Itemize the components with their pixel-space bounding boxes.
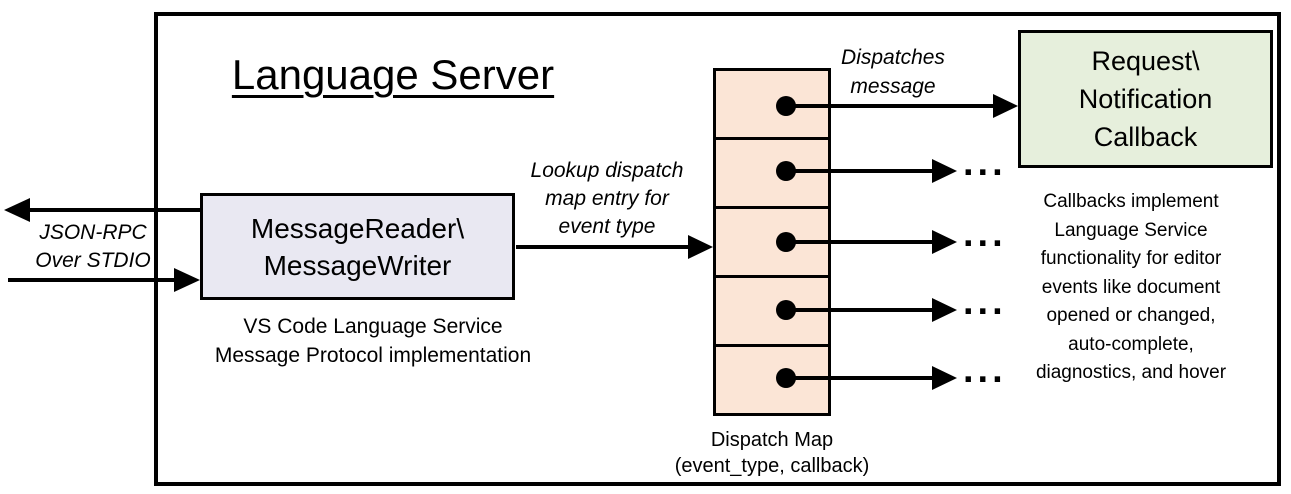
callbacks-note-line4: events like document [1041,276,1221,298]
dispatch-map-slot [716,140,828,209]
dispatch-map-caption-line2: (event_type, callback) [674,455,870,477]
callback-box-line3: Callback [1093,122,1198,152]
callbacks-note-line6: auto-complete, [1068,333,1194,355]
dispatch-map-caption-line1: Dispatch Map [710,429,834,451]
lookup-dispatch-label-line3: event type [558,215,656,238]
dispatch-map-slot [716,209,828,278]
callbacks-note: Callbacks implement Language Service fun… [1000,188,1262,388]
callbacks-note-line3: functionality for editor [1040,248,1222,269]
callbacks-note-line1: Callbacks implement [1043,191,1219,212]
reader-writer-caption-line2: Message Protocol implementation [214,344,532,367]
callbacks-note-line2: Language Service [1054,219,1208,241]
dispatches-message-label-line1: Dispatches [841,46,945,69]
callbacks-note-line5: opened or changed, [1046,305,1216,326]
message-reader-writer-line1: MessageReader\ [250,212,465,244]
jsonrpc-stdio-label: JSON-RPC Over STDIO [18,219,168,275]
dispatch-map-slot [716,347,828,413]
dispatch-map [713,68,831,416]
reader-writer-caption: VS Code Language Service Message Protoco… [193,312,553,370]
dispatches-message-label: Dispatches message [818,43,968,101]
jsonrpc-stdio-label-line1: JSON-RPC [39,221,147,244]
dispatch-map-caption: Dispatch Map (event_type, callback) [622,427,922,479]
callbacks-note-line7: diagnostics, and hover [1035,362,1227,383]
request-notification-callback-box: Request\ Notification Callback [1018,30,1273,168]
callback-box-line2: Notification [1078,84,1213,114]
dispatches-message-label-line2: message [850,75,936,98]
lookup-dispatch-label-line1: Lookup dispatch [530,159,684,182]
dispatch-map-slot [716,278,828,347]
dispatch-map-slot [716,71,828,140]
language-server-boundary-box [154,12,1281,486]
jsonrpc-stdio-label-line2: Over STDIO [35,249,151,272]
callback-box-line1: Request\ [1091,46,1200,76]
message-reader-writer-line2: MessageWriter [263,249,452,281]
lookup-dispatch-label: Lookup dispatch map entry for event type [512,157,702,241]
lookup-dispatch-label-line2: map entry for [545,187,669,210]
message-reader-writer-box: MessageReader\ MessageWriter [200,193,515,300]
reader-writer-caption-line1: VS Code Language Service [243,315,503,338]
diagram-title: Language Server [231,51,555,98]
